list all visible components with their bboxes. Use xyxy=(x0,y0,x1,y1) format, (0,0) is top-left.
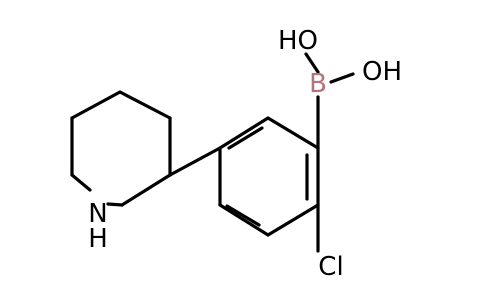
nitrogen-hydrogen-label: H xyxy=(88,224,108,254)
double-bond-inner-upper xyxy=(227,126,264,150)
bond-boron-to-top-hydroxyl xyxy=(304,52,320,74)
nitrogen-label: N xyxy=(88,199,107,229)
piperidine-ring xyxy=(70,90,172,207)
bond-pip-c4-to-c5 xyxy=(118,90,172,120)
bond-pip-c2-to-c3 xyxy=(120,173,172,207)
benzene-ring xyxy=(218,116,320,237)
boron-label: B xyxy=(309,69,327,99)
bond-pip-n-to-c2 xyxy=(106,202,124,207)
bond-ring-top-to-upper-right xyxy=(266,116,320,150)
bond-pip-c1-to-n xyxy=(70,173,92,192)
bond-ring-to-piperidine xyxy=(168,146,222,177)
chlorine-label: Cl xyxy=(318,252,343,282)
hydroxyl-top-label: HO xyxy=(278,26,318,56)
hydroxyl-right-label: OH xyxy=(362,57,402,87)
bond-ring-bottom-to-lower-left xyxy=(218,203,270,237)
double-bond-inner-lower xyxy=(225,204,261,227)
bond-boron-to-right-hydroxyl xyxy=(329,72,355,84)
bond-pip-c5-to-c6 xyxy=(70,90,122,120)
bond-ring-upper-left-to-top xyxy=(218,116,270,150)
bond-ring-lower-right-to-bottom xyxy=(266,203,320,237)
